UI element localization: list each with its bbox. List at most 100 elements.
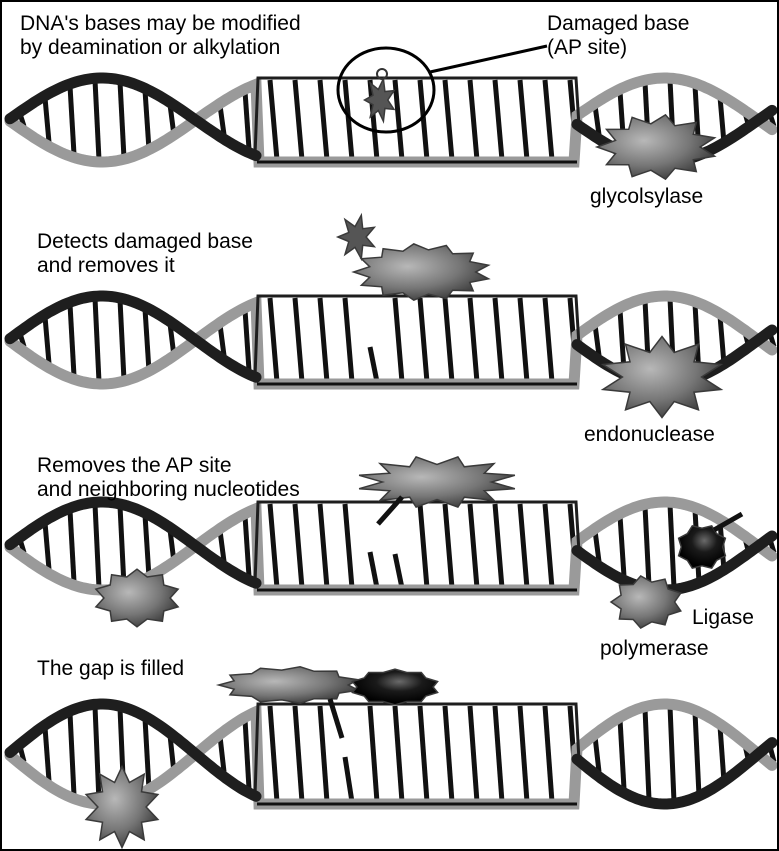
base-pair-rung (270, 504, 277, 588)
base-pair-rung (470, 504, 477, 588)
base-pair-rung (245, 719, 249, 788)
base-pair-rung (95, 298, 99, 381)
base-pair-rung (95, 706, 99, 801)
base-pair-rung (395, 706, 402, 802)
base-pair-rung (495, 298, 502, 382)
base-pair-rung (620, 516, 624, 577)
released-glycosylase (96, 569, 178, 627)
base-pair-rung (220, 105, 224, 134)
endonuclease-on-strand (359, 457, 515, 507)
base-pair-rung (345, 298, 352, 382)
base-pair-rung (395, 298, 402, 382)
dark-backbone-strand (255, 502, 579, 583)
base-pair-rung (270, 706, 277, 802)
base-pair-rung (445, 504, 452, 588)
base-pair-rung (345, 757, 352, 802)
base-pair-rung (320, 80, 327, 160)
base-pair-rung (470, 298, 477, 382)
base-pair-rung (545, 504, 552, 588)
base-pair-rung (70, 86, 74, 154)
base-pair-rung (445, 298, 452, 382)
base-pair-rung (95, 80, 99, 159)
base-pair-rung (145, 515, 149, 577)
dark-backbone-strand (255, 296, 579, 377)
base-pair-rung (320, 706, 327, 802)
base-pair-rung (320, 504, 327, 588)
panel2-caption: Detects damaged base and removes it (37, 230, 253, 278)
base-pair-rung (420, 298, 427, 382)
dark-backbone-strand (255, 78, 579, 155)
base-pair-rung (620, 310, 624, 371)
polymerase-label: polymerase (600, 637, 709, 661)
base-pair-rung (495, 80, 502, 160)
base-pair-rung (595, 325, 599, 356)
base-pair-rung (95, 504, 99, 587)
base-pair-rung (220, 736, 224, 772)
base-pair-rung (420, 504, 427, 588)
removed-base-shape (338, 215, 375, 259)
base-pair-rung (370, 552, 377, 588)
base-pair-rung (470, 80, 477, 160)
base-pair-rung (545, 298, 552, 382)
base-pair-rung (145, 309, 149, 371)
base-pair-rung (720, 726, 724, 782)
base-pair-rung (595, 531, 599, 562)
base-pair-rung (295, 706, 302, 802)
base-pair-rung (720, 316, 724, 365)
panel3-caption: Removes the AP site and neighboring nucl… (37, 454, 300, 502)
base-pair-rung (295, 504, 302, 588)
base-pair-rung (45, 727, 49, 781)
base-pair-rung (120, 506, 124, 586)
base-pair-rung (295, 298, 302, 382)
endonuclease-label: endonuclease (584, 423, 715, 447)
base-pair-rung (45, 523, 49, 570)
base-pair-rung (720, 97, 724, 143)
base-pair-rung (520, 706, 527, 802)
base-pair-rung (70, 713, 74, 795)
base-pair-rung (245, 516, 249, 577)
base-pair-rung (520, 504, 527, 588)
base-pair-rung (670, 706, 674, 802)
dark-backbone-strand (255, 704, 579, 796)
callout-leader-line (430, 46, 547, 72)
base-pair-rung (45, 317, 49, 364)
ligase-label: Ligase (692, 606, 754, 630)
base-pair-rung (320, 298, 327, 382)
base-pair-rung (445, 80, 452, 160)
damaged-base-callout: Damaged base (AP site) (547, 12, 689, 60)
base-pair-rung (220, 325, 224, 356)
base-pair-rung (270, 298, 277, 382)
base-pair-rung (520, 298, 527, 382)
base-pair-rung (645, 709, 649, 800)
base-pair-rung (545, 706, 552, 802)
base-pair-rung (420, 706, 427, 802)
glycosylase-on-strand (354, 244, 489, 300)
base-pair-rung (695, 712, 699, 795)
base-pair-rung (245, 91, 249, 149)
base-pair-rung (645, 506, 649, 585)
base-pair-rung (370, 706, 377, 802)
base-pair-rung (495, 504, 502, 588)
base-pair-rung (495, 706, 502, 802)
panel1-caption: DNA's bases may be modified by deaminati… (20, 12, 301, 60)
panel4-caption: The gap is filled (37, 657, 184, 681)
base-pair-rung (45, 98, 49, 143)
base-pair-rung (120, 82, 124, 158)
base-pair-rung (270, 80, 277, 160)
base-pair-rung (670, 504, 674, 588)
base-pair-rung (220, 531, 224, 562)
base-pair-rung (370, 347, 377, 382)
base-pair-rung (345, 504, 352, 588)
base-pair-rung (120, 300, 124, 380)
base-pair-rung (395, 554, 402, 588)
base-pair-rung (445, 706, 452, 802)
base-pair-rung (70, 304, 74, 376)
base-pair-rung (145, 718, 149, 789)
ligase-on-strand (352, 669, 437, 705)
base-pair-rung (595, 736, 599, 772)
base-pair-rung (295, 80, 302, 160)
base-pair-rung (620, 719, 624, 788)
base-pair-rung (545, 80, 552, 160)
base-pair-rung (395, 80, 402, 160)
